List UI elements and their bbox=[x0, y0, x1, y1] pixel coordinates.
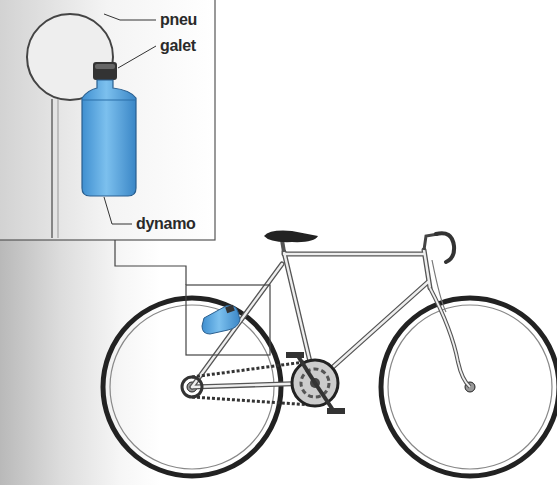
drivetrain bbox=[182, 352, 345, 414]
part-label: galet bbox=[160, 38, 196, 54]
wheels bbox=[103, 298, 557, 476]
part-label: pneu bbox=[160, 12, 197, 28]
part-label: dynamo bbox=[136, 216, 196, 232]
dynamo-on-bike bbox=[202, 305, 240, 334]
inset-panel bbox=[0, 0, 215, 240]
